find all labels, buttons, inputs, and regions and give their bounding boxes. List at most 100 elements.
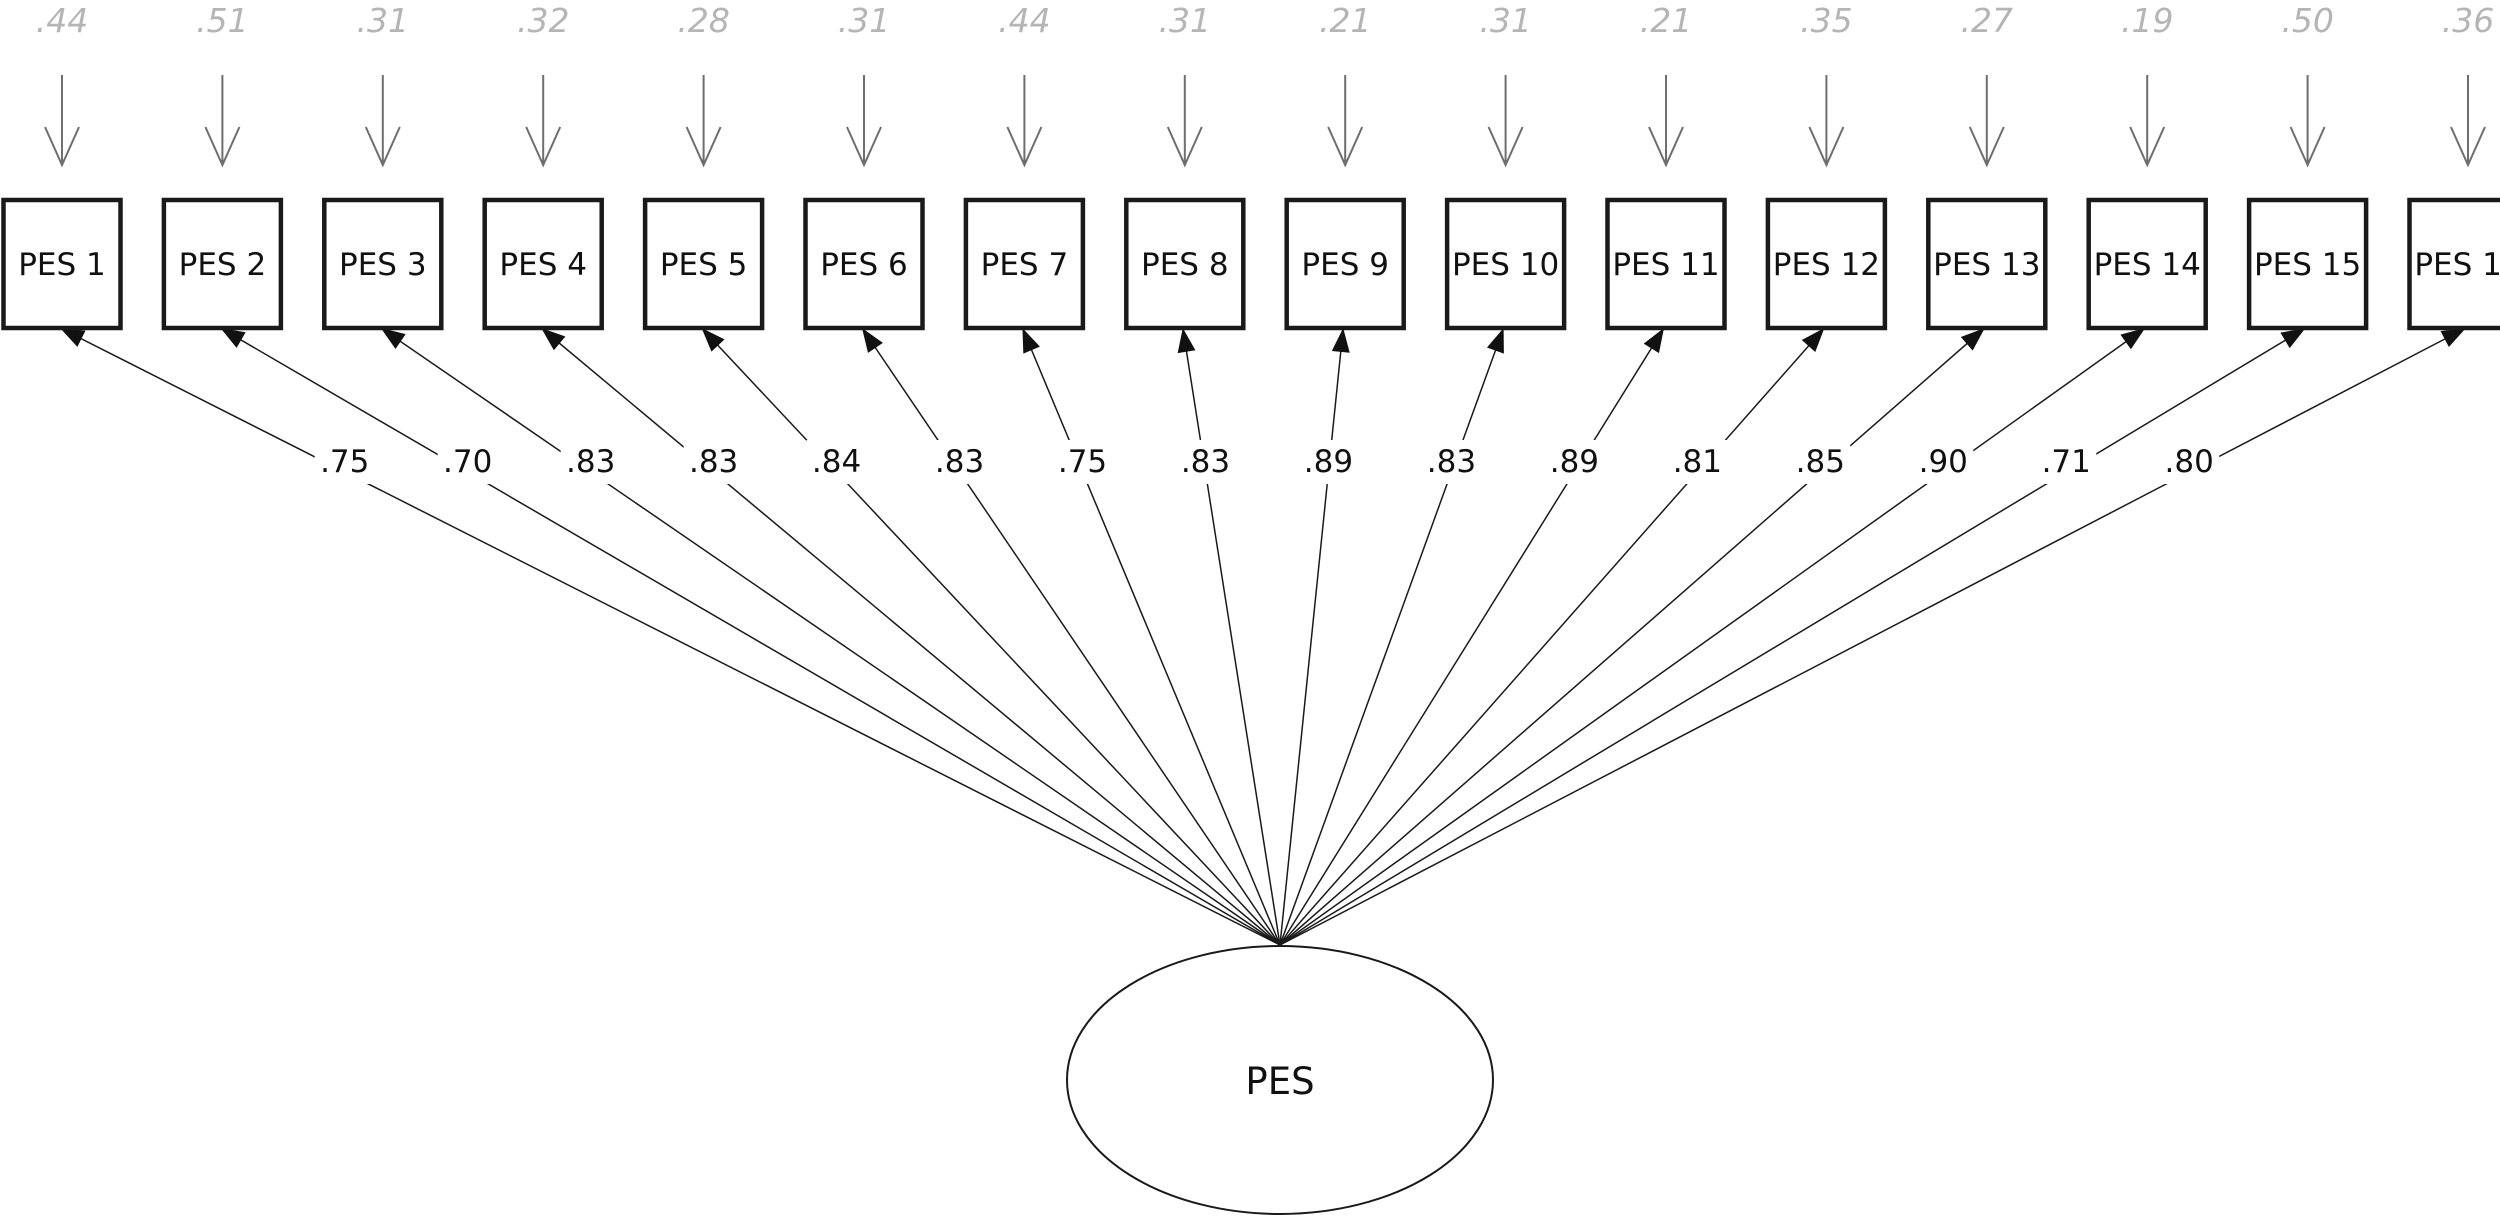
loading-path-14 — [1279, 327, 2146, 946]
loading-label-11: .89 — [1550, 444, 1599, 480]
loading-label-bg-7 — [1052, 440, 1113, 484]
loading-label-bg-13 — [1790, 440, 1851, 484]
indicator-box-11 — [1605, 197, 1727, 331]
loading-label-bg-9 — [1298, 440, 1359, 484]
loading-path-9 — [1279, 327, 1344, 946]
loading-label-7: .75 — [1058, 444, 1107, 480]
loading-arrowhead-10 — [1486, 328, 1504, 354]
indicator-box-8 — [1124, 197, 1246, 331]
loading-path-1 — [59, 327, 1281, 946]
indicator-box-16 — [2407, 197, 2500, 331]
loading-path-6 — [861, 327, 1281, 946]
error-variance-label-8: .31 — [1159, 1, 1211, 40]
error-variance-label-3: .31 — [357, 1, 409, 40]
error-variance-label-4: .32 — [517, 1, 569, 40]
indicator-label-1: PES 1 — [18, 247, 106, 283]
error-arrow-5 — [685, 75, 722, 168]
loading-label-14: .90 — [1919, 444, 1968, 480]
error-variance-label-12: .35 — [1800, 1, 1852, 40]
indicator-box-10 — [1444, 197, 1567, 331]
error-variance-label-1: .44 — [36, 1, 88, 40]
error-arrow-8 — [1166, 75, 1203, 168]
indicator-box-14 — [2086, 197, 2208, 331]
loading-path-12 — [1279, 327, 1825, 946]
error-variance-label-6: .31 — [838, 1, 890, 40]
indicator-box-3 — [322, 197, 444, 331]
indicator-box-13 — [1926, 197, 2048, 331]
loading-label-bg-10 — [1421, 440, 1482, 484]
loading-path-4 — [540, 327, 1281, 946]
error-arrow-11 — [1648, 75, 1684, 168]
loading-label-13: .85 — [1796, 444, 1845, 480]
indicator-box-6 — [803, 197, 925, 331]
loading-arrowhead-16 — [2440, 328, 2466, 348]
error-variance-label-7: .44 — [998, 1, 1050, 40]
loading-path-11 — [1279, 327, 1665, 946]
error-variance-label-13: .27 — [1961, 1, 2013, 40]
loading-arrowhead-4 — [541, 328, 566, 351]
indicator-box-12 — [1765, 197, 1888, 331]
indicator-label-9: PES 9 — [1301, 247, 1389, 283]
indicator-label-7: PES 7 — [981, 247, 1069, 283]
loading-arrowhead-5 — [701, 328, 725, 352]
loading-label-16: .80 — [2165, 444, 2214, 480]
loading-label-4: .83 — [689, 444, 738, 480]
error-arrow-1 — [44, 75, 80, 168]
error-variance-label-9: .21 — [1319, 1, 1371, 40]
loading-label-bg-14 — [1913, 440, 1974, 484]
indicator-label-11: PES 11 — [1612, 247, 1719, 283]
loading-label-5: .84 — [812, 444, 861, 480]
error-variance-label-15: .50 — [2281, 1, 2333, 40]
error-variance-label-10: .31 — [1479, 1, 1531, 40]
indicator-label-8: PES 8 — [1141, 247, 1229, 283]
error-variance-label-2: .51 — [196, 1, 248, 40]
loading-arrowhead-7 — [1022, 328, 1040, 354]
error-arrow-13 — [1968, 75, 2005, 168]
loading-label-bg-11 — [1544, 440, 1605, 484]
loading-path-10 — [1279, 327, 1505, 946]
error-arrow-2 — [204, 75, 241, 168]
error-arrow-10 — [1487, 75, 1524, 168]
indicator-label-13: PES 13 — [1933, 247, 2040, 283]
loading-path-2 — [220, 327, 1281, 946]
loading-label-10: .83 — [1427, 444, 1476, 480]
loading-label-3: .83 — [566, 444, 615, 480]
error-arrow-4 — [525, 75, 562, 168]
indicator-box-15 — [2246, 197, 2369, 331]
indicator-label-16: PES 16 — [2414, 247, 2500, 283]
error-arrow-6 — [846, 75, 882, 168]
indicator-box-9 — [1284, 197, 1406, 331]
loading-label-bg-8 — [1175, 440, 1236, 484]
error-variance-label-14: .19 — [2121, 1, 2173, 40]
loading-path-13 — [1279, 327, 1986, 946]
error-arrow-3 — [364, 75, 401, 168]
loading-path-7 — [1021, 327, 1281, 946]
error-arrow-16 — [2450, 75, 2486, 168]
error-arrow-14 — [2129, 75, 2166, 168]
indicator-label-2: PES 2 — [179, 247, 267, 283]
loading-arrowhead-9 — [1331, 328, 1350, 353]
loading-path-5 — [701, 327, 1281, 946]
loading-path-8 — [1182, 327, 1281, 946]
loading-arrowhead-14 — [2120, 328, 2146, 350]
indicator-label-10: PES 10 — [1452, 247, 1559, 283]
loading-label-8: .83 — [1181, 444, 1230, 480]
error-variance-label-16: .36 — [2442, 1, 2494, 40]
loading-label-12: .81 — [1673, 444, 1722, 480]
loading-path-15 — [1279, 327, 2306, 946]
loading-arrowhead-13 — [1960, 328, 1985, 351]
indicator-label-3: PES 3 — [339, 247, 427, 283]
loading-path-16 — [1279, 327, 2467, 946]
indicator-label-14: PES 14 — [2094, 247, 2201, 283]
latent-label: PES — [1245, 1060, 1314, 1103]
indicator-label-12: PES 12 — [1773, 247, 1880, 283]
loading-arrowhead-3 — [380, 328, 406, 349]
loading-label-bg-5 — [806, 440, 867, 484]
loading-arrowhead-1 — [60, 328, 86, 347]
loading-label-bg-6 — [929, 440, 990, 484]
indicator-box-4 — [482, 197, 604, 331]
error-arrow-15 — [2289, 75, 2326, 168]
indicator-label-5: PES 5 — [660, 247, 748, 283]
indicator-box-2 — [161, 197, 284, 331]
